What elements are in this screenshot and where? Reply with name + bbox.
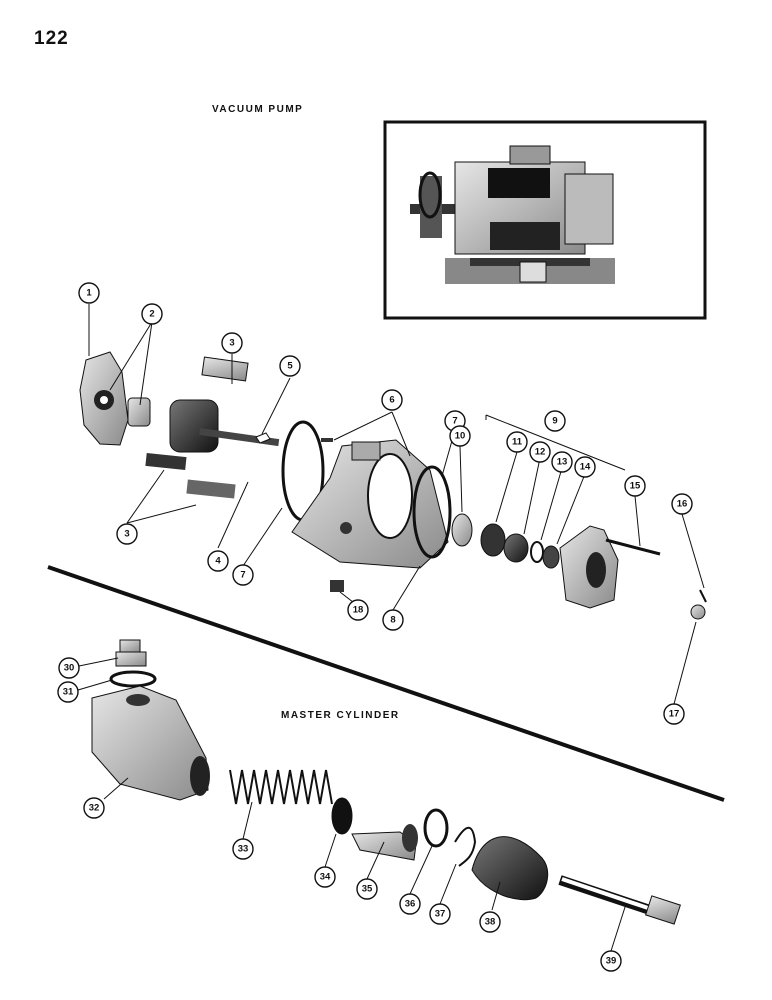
section-divider [47, 565, 725, 802]
callout-3-bottom: 3 [116, 523, 138, 545]
svg-text:34: 34 [320, 872, 331, 883]
svg-text:36: 36 [405, 899, 416, 910]
callout-36: 36 [399, 893, 421, 915]
front-end-cover [79, 351, 129, 446]
spring [229, 769, 333, 805]
callout-38: 38 [479, 911, 501, 933]
svg-text:15: 15 [630, 481, 641, 492]
callout-6: 6 [381, 389, 403, 411]
svg-text:3: 3 [124, 529, 129, 540]
callout-5: 5 [279, 355, 301, 377]
seal-and-bearings [451, 513, 560, 569]
callout-2: 2 [141, 303, 163, 325]
svg-text:7: 7 [240, 570, 245, 581]
callout-17: 17 [663, 703, 685, 725]
svg-text:5: 5 [287, 361, 293, 372]
callout-11: 11 [506, 431, 528, 453]
o-ring-rear [412, 465, 452, 559]
callout-14: 14 [574, 456, 596, 478]
svg-text:14: 14 [580, 462, 591, 473]
callout-4: 4 [207, 550, 229, 572]
key [255, 432, 271, 444]
lock-wire [454, 826, 477, 867]
svg-text:37: 37 [435, 909, 446, 920]
svg-text:39: 39 [606, 956, 617, 967]
svg-text:18: 18 [353, 605, 364, 616]
callout-8: 8 [382, 609, 404, 631]
vacuum-pump-parts [79, 351, 707, 620]
callout-9: 9 [544, 410, 566, 432]
svg-text:38: 38 [485, 917, 496, 928]
cross-section-drawing [410, 145, 615, 284]
cylinder-body [91, 685, 210, 801]
callout-31: 31 [57, 681, 79, 703]
callout-3-top: 3 [221, 332, 243, 354]
svg-text:17: 17 [669, 709, 680, 720]
svg-text:35: 35 [362, 884, 373, 895]
svg-text:4: 4 [215, 556, 221, 567]
svg-text:13: 13 [557, 457, 568, 468]
rotor-and-shaft [169, 399, 280, 453]
callout-15: 15 [624, 475, 646, 497]
filler-cap [115, 639, 147, 667]
svg-text:33: 33 [238, 844, 249, 855]
bolt [605, 538, 661, 556]
master-cylinder-title: MASTER CYLINDER [281, 710, 400, 721]
callout-16: 16 [671, 493, 693, 515]
primary-cup [331, 797, 353, 835]
stop-washer [423, 808, 449, 848]
svg-text:10: 10 [455, 431, 466, 442]
svg-text:3: 3 [229, 338, 234, 349]
callout-37: 37 [429, 903, 451, 925]
leader-lines [77, 304, 705, 952]
callout-10: 10 [449, 425, 471, 447]
callout-32: 32 [83, 797, 105, 819]
callout-39: 39 [600, 950, 622, 972]
callout-30: 30 [58, 657, 80, 679]
callout-34: 34 [314, 866, 336, 888]
pipe-plug [330, 580, 344, 592]
svg-text:9: 9 [552, 416, 557, 427]
gasket [109, 670, 157, 688]
svg-text:12: 12 [535, 447, 546, 458]
callout-33: 33 [232, 838, 254, 860]
push-rod [558, 875, 681, 925]
svg-text:16: 16 [677, 499, 688, 510]
bushing [127, 397, 151, 427]
cotter-pin-and-nut [690, 589, 707, 620]
boot [471, 836, 549, 901]
svg-text:11: 11 [512, 437, 523, 448]
pump-body [291, 439, 449, 569]
svg-text:2: 2 [149, 309, 154, 320]
vanes [145, 356, 249, 499]
rear-end-cover [559, 525, 619, 609]
callout-18: 18 [347, 599, 369, 621]
svg-text:6: 6 [389, 395, 394, 406]
callout-12: 12 [529, 441, 551, 463]
svg-text:7: 7 [452, 416, 457, 427]
piston [351, 824, 418, 861]
vacuum-pump-title: VACUUM PUMP [212, 104, 304, 115]
svg-text:30: 30 [64, 663, 75, 674]
svg-text:8: 8 [390, 615, 395, 626]
callout-7-left: 7 [232, 564, 254, 586]
svg-text:31: 31 [63, 687, 74, 698]
page-number: 122 [34, 28, 69, 49]
callout-35: 35 [356, 878, 378, 900]
svg-text:32: 32 [89, 803, 100, 814]
callout-1: 1 [78, 282, 100, 304]
callout-13: 13 [551, 451, 573, 473]
master-cylinder-parts [91, 639, 681, 925]
inset-cross-section [383, 120, 707, 320]
svg-text:1: 1 [86, 288, 92, 299]
